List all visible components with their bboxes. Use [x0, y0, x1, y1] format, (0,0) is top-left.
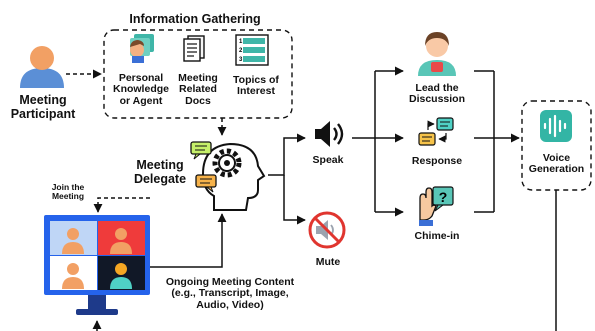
- mute-icon: [308, 211, 346, 249]
- voice-generation-line1: Voice: [542, 152, 571, 164]
- participant-label-line1: Meeting: [19, 93, 67, 107]
- voice-wave-icon: [540, 110, 572, 142]
- personal-knowledge-line2: Knowledge: [112, 83, 169, 96]
- gear-icon: [212, 148, 242, 178]
- join-line2: Meeting: [51, 191, 85, 202]
- info-gathering-title: Information Gathering: [129, 12, 261, 26]
- chat-bubble-orange-icon: [195, 174, 217, 193]
- personal-knowledge-line1: Personal: [118, 72, 164, 84]
- meeting-docs-line2: Related: [179, 83, 217, 96]
- personal-knowledge-line3: or Agent: [119, 94, 163, 107]
- topics-line2: Interest: [237, 85, 275, 98]
- meeting-docs-line1: Meeting: [178, 72, 218, 84]
- participant-icon: [20, 46, 64, 88]
- lead-discussion-label: Lead the Discussion: [400, 82, 474, 106]
- topics-list-number-2: 2: [239, 48, 243, 54]
- chime-in-question-mark: ?: [439, 189, 448, 205]
- meeting-docs-line3: Docs: [185, 94, 211, 107]
- personal-knowledge-icon: [130, 34, 154, 63]
- ongoing-line1: Ongoing Meeting Content: [165, 276, 295, 288]
- delegate-line2: Delegate: [133, 171, 187, 186]
- lead-line2: Discussion: [408, 93, 466, 106]
- join-meeting-label: Join the Meeting: [40, 182, 96, 202]
- ongoing-line2: (e.g., Transcript, Image,: [171, 287, 289, 300]
- mute-label: Mute: [315, 256, 341, 268]
- topics-list-number-1: 1: [239, 39, 243, 45]
- voice-generation-line2: Generation: [528, 163, 585, 176]
- arrow-monitor-to-delegate: [150, 213, 227, 268]
- topics-list-icon: [235, 34, 269, 66]
- ongoing-content-label: Ongoing Meeting Content (e.g., Transcrip…: [150, 276, 310, 311]
- personal-knowledge-label: Personal Knowledge or Agent: [110, 72, 172, 107]
- lead-line1: Lead the: [415, 82, 459, 94]
- document-icon: [183, 35, 205, 62]
- chime-in-hand-icon: [419, 186, 454, 226]
- arrow-delegate-to-mute: [283, 175, 306, 225]
- response-label: Response: [411, 155, 463, 167]
- ongoing-line3: Audio, Video): [196, 298, 264, 311]
- participant-label-line2: Participant: [10, 106, 76, 121]
- join-line1: Join the: [51, 182, 85, 192]
- chat-bubble-green-icon: [190, 141, 212, 160]
- response-icon: [418, 117, 454, 146]
- speaker-icon: [315, 121, 344, 147]
- topics-list-number-3: 3: [239, 57, 243, 63]
- monitor-icon: [44, 215, 150, 315]
- speak-label: Speak: [312, 154, 344, 166]
- topics-label: Topics of Interest: [226, 74, 286, 98]
- participant-label: Meeting Participant: [0, 93, 86, 121]
- meeting-docs-label: Meeting Related Docs: [170, 72, 226, 107]
- info-gathering-box: [103, 29, 293, 119]
- arrow-delegate-to-speak: [268, 133, 306, 176]
- arrow-join-meeting: [93, 197, 150, 213]
- delegate-label: Meeting Delegate: [118, 158, 202, 186]
- topics-line1: Topics of: [233, 74, 279, 86]
- delegate-line1: Meeting: [136, 158, 184, 172]
- chime-in-label: Chime-in: [414, 230, 460, 242]
- discussion-leader-icon: [418, 32, 456, 76]
- voice-generation-label: Voice Generation: [522, 152, 591, 176]
